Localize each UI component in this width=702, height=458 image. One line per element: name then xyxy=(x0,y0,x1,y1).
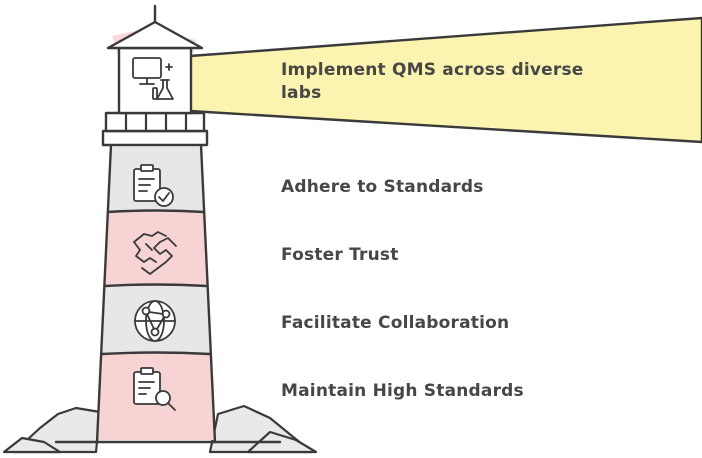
gallery-posts xyxy=(124,113,188,131)
computer-flask-icon xyxy=(132,57,174,100)
clipboard-check-icon xyxy=(133,164,174,207)
lantern-roof xyxy=(106,20,204,50)
gallery xyxy=(101,111,209,147)
network-globe-icon xyxy=(134,300,176,342)
handshake-icon xyxy=(133,231,177,275)
tower-outline xyxy=(54,143,282,444)
step-label-implement-qms: Implement QMS across diverse labs xyxy=(281,60,584,103)
step-label-foster-trust: Foster Trust xyxy=(281,245,399,265)
rocks xyxy=(2,404,318,454)
step-label-maintain-high-standards: Maintain High Standards xyxy=(281,381,524,401)
clipboard-search-icon xyxy=(133,367,176,411)
step-label-adhere-standards: Adhere to Standards xyxy=(281,177,484,197)
step-label-facilitate-collaboration: Facilitate Collaboration xyxy=(281,313,510,333)
